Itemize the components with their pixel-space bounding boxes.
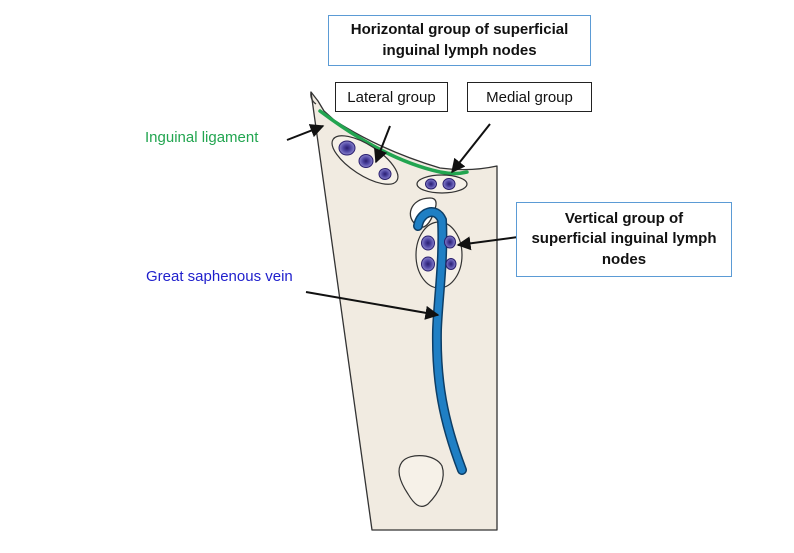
- vertical-group-label-line2: superficial inguinal lymph: [531, 230, 717, 248]
- medial-group-nodes: [416, 174, 468, 194]
- lateral-group-box: Lateral group: [335, 82, 448, 112]
- arrow-icon: [451, 123, 491, 174]
- arrow-icon: [456, 236, 519, 251]
- horizontal-group-label-line2: inguinal lymph nodes: [382, 41, 537, 59]
- lymph-node-icon: [421, 235, 435, 251]
- patella-outline: [398, 455, 444, 507]
- lateral-group-label: Lateral group: [347, 88, 436, 106]
- medial-group-box: Medial group: [467, 82, 592, 112]
- thigh-hook: [310, 91, 317, 105]
- lymph-node-icon: [425, 178, 437, 190]
- horizontal-group-box: Horizontal group of superficial inguinal…: [328, 15, 591, 66]
- arrow-icon: [305, 291, 440, 320]
- great-saphenous-vein-label: Great saphenous vein: [146, 268, 293, 285]
- inguinal-ligament-label: Inguinal ligament: [145, 129, 259, 146]
- arrow-icon: [374, 125, 391, 164]
- horizontal-group-label-line1: Horizontal group of superficial: [350, 21, 569, 39]
- lymph-node-icon: [444, 235, 456, 249]
- inguinal-ligament-line: [318, 109, 469, 176]
- lymph-node-icon: [338, 140, 356, 156]
- medial-group-label: Medial group: [486, 88, 573, 106]
- lymph-node-icon: [378, 168, 392, 180]
- lateral-group-nodes: [331, 135, 399, 185]
- lymph-node-icon: [358, 154, 374, 168]
- vertical-group-label-line1: Vertical group of: [564, 210, 684, 228]
- vertical-group-label-line3: nodes: [601, 250, 647, 268]
- arrow-icon: [286, 124, 325, 141]
- lymph-node-icon: [421, 256, 435, 272]
- lymph-node-icon: [442, 178, 456, 190]
- vertical-group-box: Vertical group of superficial inguinal l…: [516, 202, 732, 277]
- lymph-node-icon: [445, 258, 457, 270]
